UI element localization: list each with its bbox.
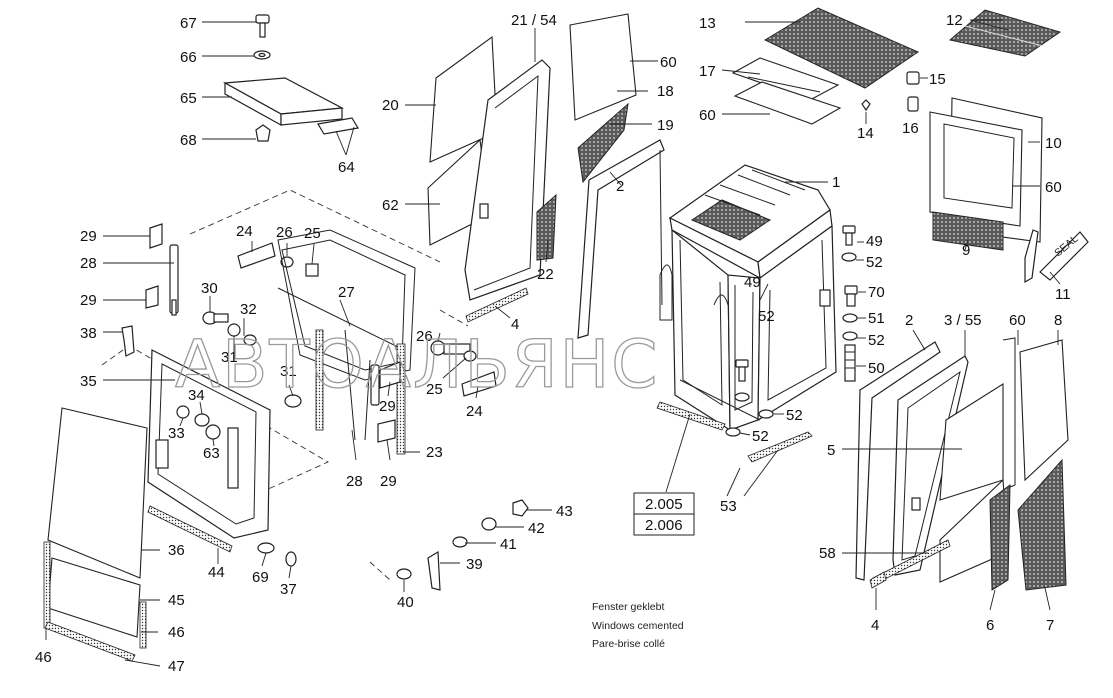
- label-70: 70: [868, 284, 885, 301]
- label-52-b: 52: [868, 332, 885, 349]
- label-64: 64: [338, 159, 355, 176]
- label-18: 18: [657, 83, 674, 100]
- label-25-mid: 25: [426, 381, 443, 398]
- label-60-top: 60: [660, 54, 677, 71]
- label-12: 12: [946, 12, 963, 29]
- label-9: 9: [962, 242, 970, 259]
- label-29-a: 29: [80, 228, 97, 245]
- note-german: Fenster geklebt: [592, 601, 664, 613]
- label-22: 22: [537, 266, 554, 283]
- label-4-top: 4: [511, 316, 519, 333]
- label-49-top: 49: [866, 233, 883, 250]
- label-24-mid: 24: [466, 403, 483, 420]
- label-7: 7: [1046, 617, 1054, 634]
- label-50: 50: [868, 360, 885, 377]
- label-62: 62: [382, 197, 399, 214]
- label-41: 41: [500, 536, 517, 553]
- label-47: 47: [168, 658, 185, 675]
- label-4-right: 4: [871, 617, 879, 634]
- label-26-mid: 26: [416, 328, 433, 345]
- label-52-d: 52: [786, 407, 803, 424]
- label-52-e: 52: [752, 428, 769, 445]
- label-14: 14: [857, 125, 874, 142]
- label-63: 63: [203, 445, 220, 462]
- label-1: 1: [832, 174, 840, 191]
- label-37: 37: [280, 581, 297, 598]
- label-49-mid: 49: [744, 274, 761, 291]
- label-25-upper: 25: [304, 225, 321, 242]
- label-11: 11: [1055, 286, 1071, 303]
- label-6: 6: [986, 617, 994, 634]
- label-65: 65: [180, 90, 197, 107]
- bracket-assembly: [202, 14, 359, 156]
- label-40: 40: [397, 594, 414, 611]
- label-45: 45: [168, 592, 185, 609]
- label-3-55: 3 / 55: [944, 312, 982, 329]
- note-french: Pare-brise collé: [592, 638, 665, 650]
- label-52-a: 52: [866, 254, 883, 271]
- label-58: 58: [819, 545, 836, 562]
- label-24-upper: 24: [236, 223, 253, 240]
- window-mechanism: [43, 189, 552, 667]
- door-assembly: [405, 13, 665, 339]
- label-19: 19: [657, 117, 674, 134]
- reference-2005: 2.005: [645, 496, 683, 513]
- rear-window-parts: SEAL: [906, 9, 1089, 285]
- label-5: 5: [827, 442, 835, 459]
- cab-frame: [659, 164, 837, 432]
- label-38: 38: [80, 325, 97, 342]
- label-23: 23: [426, 444, 443, 461]
- reference-2006: 2.006: [645, 517, 683, 534]
- label-8: 8: [1054, 312, 1062, 329]
- label-46-left: 46: [35, 649, 52, 666]
- label-67: 67: [180, 15, 197, 32]
- right-door-assembly: [842, 329, 1069, 611]
- label-10: 10: [1045, 135, 1062, 152]
- label-16: 16: [902, 120, 919, 137]
- label-60-right: 60: [1045, 179, 1062, 196]
- label-46-right: 46: [168, 624, 185, 641]
- label-13: 13: [699, 15, 716, 32]
- label-32: 32: [240, 301, 257, 318]
- label-28-b: 28: [346, 473, 363, 490]
- label-68: 68: [180, 132, 197, 149]
- label-66: 66: [180, 49, 197, 66]
- label-31-b: 31: [280, 363, 297, 380]
- label-2-top: 2: [616, 178, 624, 195]
- watermark: АВТОАЛЬЯНС: [175, 326, 659, 403]
- note-english: Windows cemented: [592, 620, 684, 632]
- label-53: 53: [720, 498, 737, 515]
- label-60-door: 60: [1009, 312, 1026, 329]
- label-34: 34: [188, 387, 205, 404]
- label-29-b: 29: [80, 292, 97, 309]
- label-36: 36: [168, 542, 185, 559]
- label-26-upper: 26: [276, 224, 293, 241]
- label-28-a: 28: [80, 255, 97, 272]
- label-29-d: 29: [380, 473, 397, 490]
- label-52-c: 52: [758, 308, 775, 325]
- cab-bolts: [656, 225, 866, 497]
- label-69: 69: [252, 569, 269, 586]
- label-43: 43: [556, 503, 573, 520]
- label-35: 35: [80, 373, 97, 390]
- label-2-right: 2: [905, 312, 913, 329]
- label-21-54: 21 / 54: [511, 12, 557, 29]
- roof-panels: [721, 7, 920, 125]
- label-31-a: 31: [221, 349, 238, 366]
- label-33: 33: [168, 425, 185, 442]
- label-60-roof: 60: [699, 107, 716, 124]
- label-39: 39: [466, 556, 483, 573]
- label-17: 17: [699, 63, 716, 80]
- label-30: 30: [201, 280, 218, 297]
- label-27: 27: [338, 284, 355, 301]
- label-51: 51: [868, 310, 885, 327]
- label-15: 15: [929, 71, 946, 88]
- label-20: 20: [382, 97, 399, 114]
- label-44: 44: [208, 564, 225, 581]
- label-42: 42: [528, 520, 545, 537]
- reference-box: 2.005 2.006: [633, 492, 695, 536]
- label-29-c: 29: [379, 398, 396, 415]
